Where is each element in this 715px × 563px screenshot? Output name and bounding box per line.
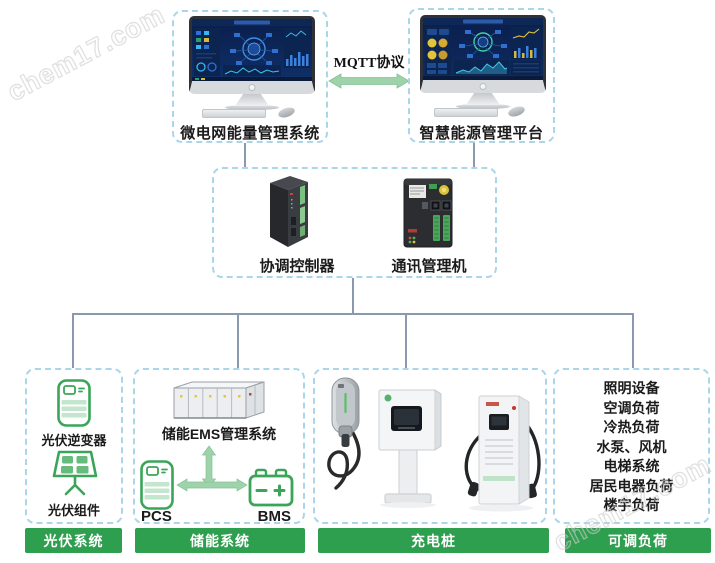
controller-label: 协调控制器 (259, 258, 335, 275)
panel-smart-energy-platform: 智慧能源管理平台 (408, 8, 555, 143)
monitor-dashboard-icon (420, 15, 546, 93)
gateway-label: 通讯管理机 (391, 258, 467, 275)
monitor-power-button (248, 84, 256, 91)
monitor-stand (235, 94, 269, 106)
banner-charging-pile: 充电桩 (318, 528, 549, 553)
panel-microgrid-ems: 微电网能量管理系统 (172, 10, 328, 143)
connector-right-monitor (473, 141, 475, 167)
connector-drop-charging (405, 313, 407, 369)
monitor-dashboard-icon (189, 16, 315, 94)
monitor-base (456, 104, 510, 109)
pedestal-charger-icon (378, 389, 442, 508)
monitor-base (225, 105, 279, 110)
load-item: 水泵、风机 (596, 438, 667, 455)
pv-inverter-icon (57, 379, 91, 427)
bms-battery-icon (248, 468, 294, 507)
gateway-device-icon (403, 178, 453, 248)
panel-storage-system: 储能EMS管理系统 PCS BMS (133, 368, 305, 525)
controller-device-icon (270, 176, 308, 247)
exchange-arrow-horizontal-icon (176, 478, 248, 492)
pv-module-label: 光伏组件 (47, 503, 100, 518)
bms-label: BMS (257, 508, 291, 525)
panel-controllers: 协调控制器 通讯管理机 (212, 167, 497, 278)
pv-inverter-label: 光伏逆变器 (41, 433, 107, 448)
connector-drop-load (632, 313, 634, 369)
pv-module-icon (52, 450, 98, 496)
banner-pv-system: 光伏系统 (25, 528, 122, 553)
panel-pv-system: 光伏逆变器 光伏组件 (25, 368, 123, 524)
keyboard-icon (434, 108, 498, 117)
load-item: 电梯系统 (603, 458, 660, 474)
connector-drop-storage (237, 313, 239, 369)
keyboard-icon (202, 109, 266, 118)
connector-bus (72, 313, 633, 315)
monitor-power-button (479, 83, 487, 90)
pcs-label: PCS (141, 508, 172, 525)
load-item: 居民电器负荷 (589, 477, 674, 494)
load-list: 照明设备 空调负荷 冷热负荷 水泵、风机 电梯系统 居民电器负荷 楼宇负荷 (555, 379, 708, 516)
load-item: 空调负荷 (603, 399, 660, 416)
dashboard-screen-graphic (192, 19, 312, 81)
dashboard-screen-graphic (423, 18, 543, 80)
banner-adjustable-load: 可调负荷 (565, 528, 711, 553)
monitor-right (420, 15, 546, 109)
monitor-left (189, 16, 315, 110)
connector-controller-bus (352, 278, 354, 314)
watermark-top-left: chem17.com (2, 0, 171, 108)
connector-left-monitor (244, 141, 246, 167)
pcs-icon (140, 460, 174, 510)
storage-container-icon (173, 381, 265, 419)
load-item: 冷热负荷 (603, 419, 660, 435)
floor-charger-icon (464, 395, 541, 512)
load-item: 楼宇负荷 (603, 497, 660, 513)
microgrid-ems-label: 微电网能量管理系统 (180, 125, 320, 142)
panel-adjustable-load: 照明设备 空调负荷 冷热负荷 水泵、风机 电梯系统 居民电器负荷 楼宇负荷 (553, 368, 710, 524)
monitor-stand (466, 93, 500, 105)
wallbox-charger-icon (327, 377, 361, 490)
banner-storage-system: 储能系统 (135, 528, 305, 553)
smart-platform-label: 智慧能源管理平台 (419, 125, 544, 142)
storage-ems-label: 储能EMS管理系统 (161, 426, 277, 442)
load-item: 照明设备 (603, 380, 660, 396)
mqtt-protocol-label: MQTT协议 (333, 56, 405, 71)
connector-drop-pv (72, 313, 74, 369)
mqtt-double-arrow-icon (328, 73, 410, 89)
panel-charging-piles (313, 368, 547, 524)
